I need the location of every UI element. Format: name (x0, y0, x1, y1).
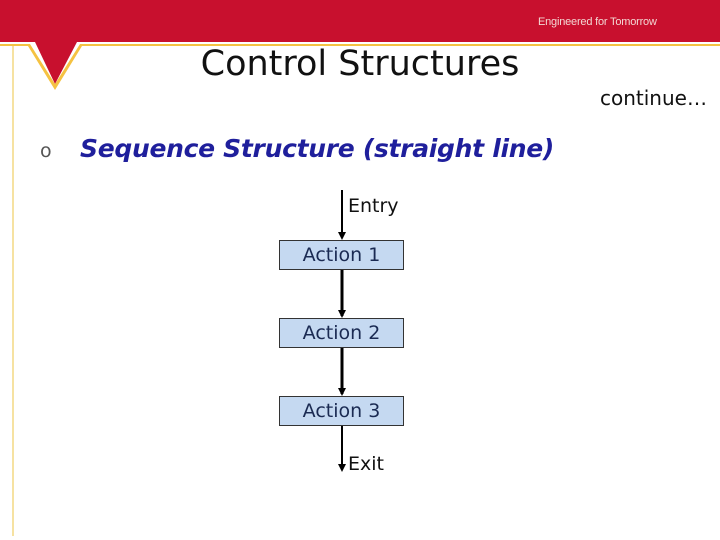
action-box-3: Action 3 (279, 396, 404, 426)
action-box-2: Action 2 (279, 318, 404, 348)
exit-label: Exit (348, 453, 384, 475)
header-banner (0, 0, 720, 90)
action-box-1: Action 1 (279, 240, 404, 270)
continue-label: continue… (600, 86, 707, 110)
bullet-text: Sequence Structure (straight line) (80, 134, 555, 163)
slide-title: Control Structures (200, 44, 520, 84)
bullet-marker: o (40, 140, 52, 162)
banner-red-band (0, 0, 720, 84)
entry-label: Entry (348, 195, 399, 217)
header-tagline: Engineered for Tomorrow (538, 16, 657, 28)
left-margin-line (12, 46, 14, 536)
